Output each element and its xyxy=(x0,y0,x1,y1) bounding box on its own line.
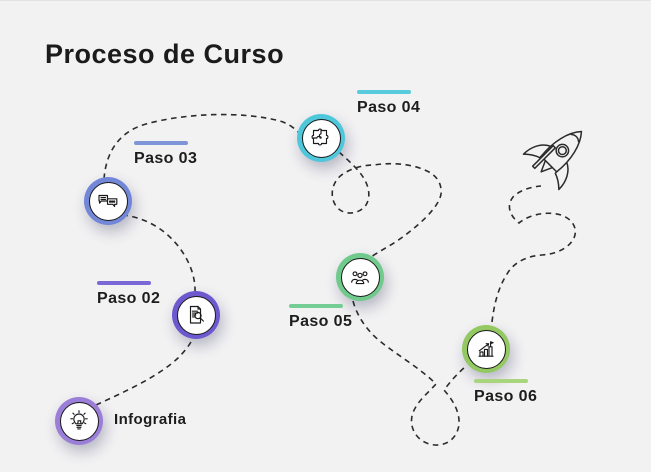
label-accent-bar xyxy=(289,304,343,308)
node-paso-06 xyxy=(462,325,510,373)
label-paso-03: Paso 03 xyxy=(134,141,197,168)
node-paso-02 xyxy=(172,291,220,339)
node-disc xyxy=(59,401,99,441)
label-paso-02: Paso 02 xyxy=(97,281,160,308)
label-text: Paso 03 xyxy=(134,149,198,167)
rocket-icon xyxy=(522,130,583,191)
route-segment xyxy=(331,151,442,258)
document-search-icon xyxy=(189,305,204,324)
label-text: Paso 05 xyxy=(289,312,353,330)
label-text: Paso 04 xyxy=(357,98,421,116)
node-disc xyxy=(466,329,506,369)
team-icon xyxy=(351,271,369,285)
label-text: Paso 02 xyxy=(97,289,161,307)
route-segment xyxy=(352,300,466,446)
puzzle-icon xyxy=(311,128,329,146)
route-segment xyxy=(95,339,193,406)
label-text: Paso 06 xyxy=(474,387,538,405)
label-accent-bar xyxy=(474,379,528,383)
label-accent-bar xyxy=(97,281,151,285)
label-paso-06: Paso 06 xyxy=(474,379,537,406)
label-accent-bar xyxy=(134,141,188,145)
label-paso-05: Paso 05 xyxy=(289,304,352,331)
chat-bubbles-icon xyxy=(98,194,118,208)
label-accent-bar xyxy=(357,90,411,94)
route-segment xyxy=(491,185,577,323)
growth-chart-icon xyxy=(478,341,494,357)
page-title: Proceso de Curso xyxy=(45,39,285,69)
node-disc xyxy=(176,295,216,335)
node-disc xyxy=(340,257,380,297)
label-paso-04: Paso 04 xyxy=(357,90,420,117)
node-disc xyxy=(301,118,341,158)
node-paso-05 xyxy=(336,253,384,301)
lightbulb-icon xyxy=(70,410,88,430)
label-infografia: Infografia xyxy=(114,411,187,428)
node-infografia xyxy=(55,397,103,445)
node-paso-03 xyxy=(84,177,132,225)
node-disc xyxy=(88,181,128,221)
route-segment xyxy=(122,214,196,293)
node-paso-04 xyxy=(297,114,345,162)
